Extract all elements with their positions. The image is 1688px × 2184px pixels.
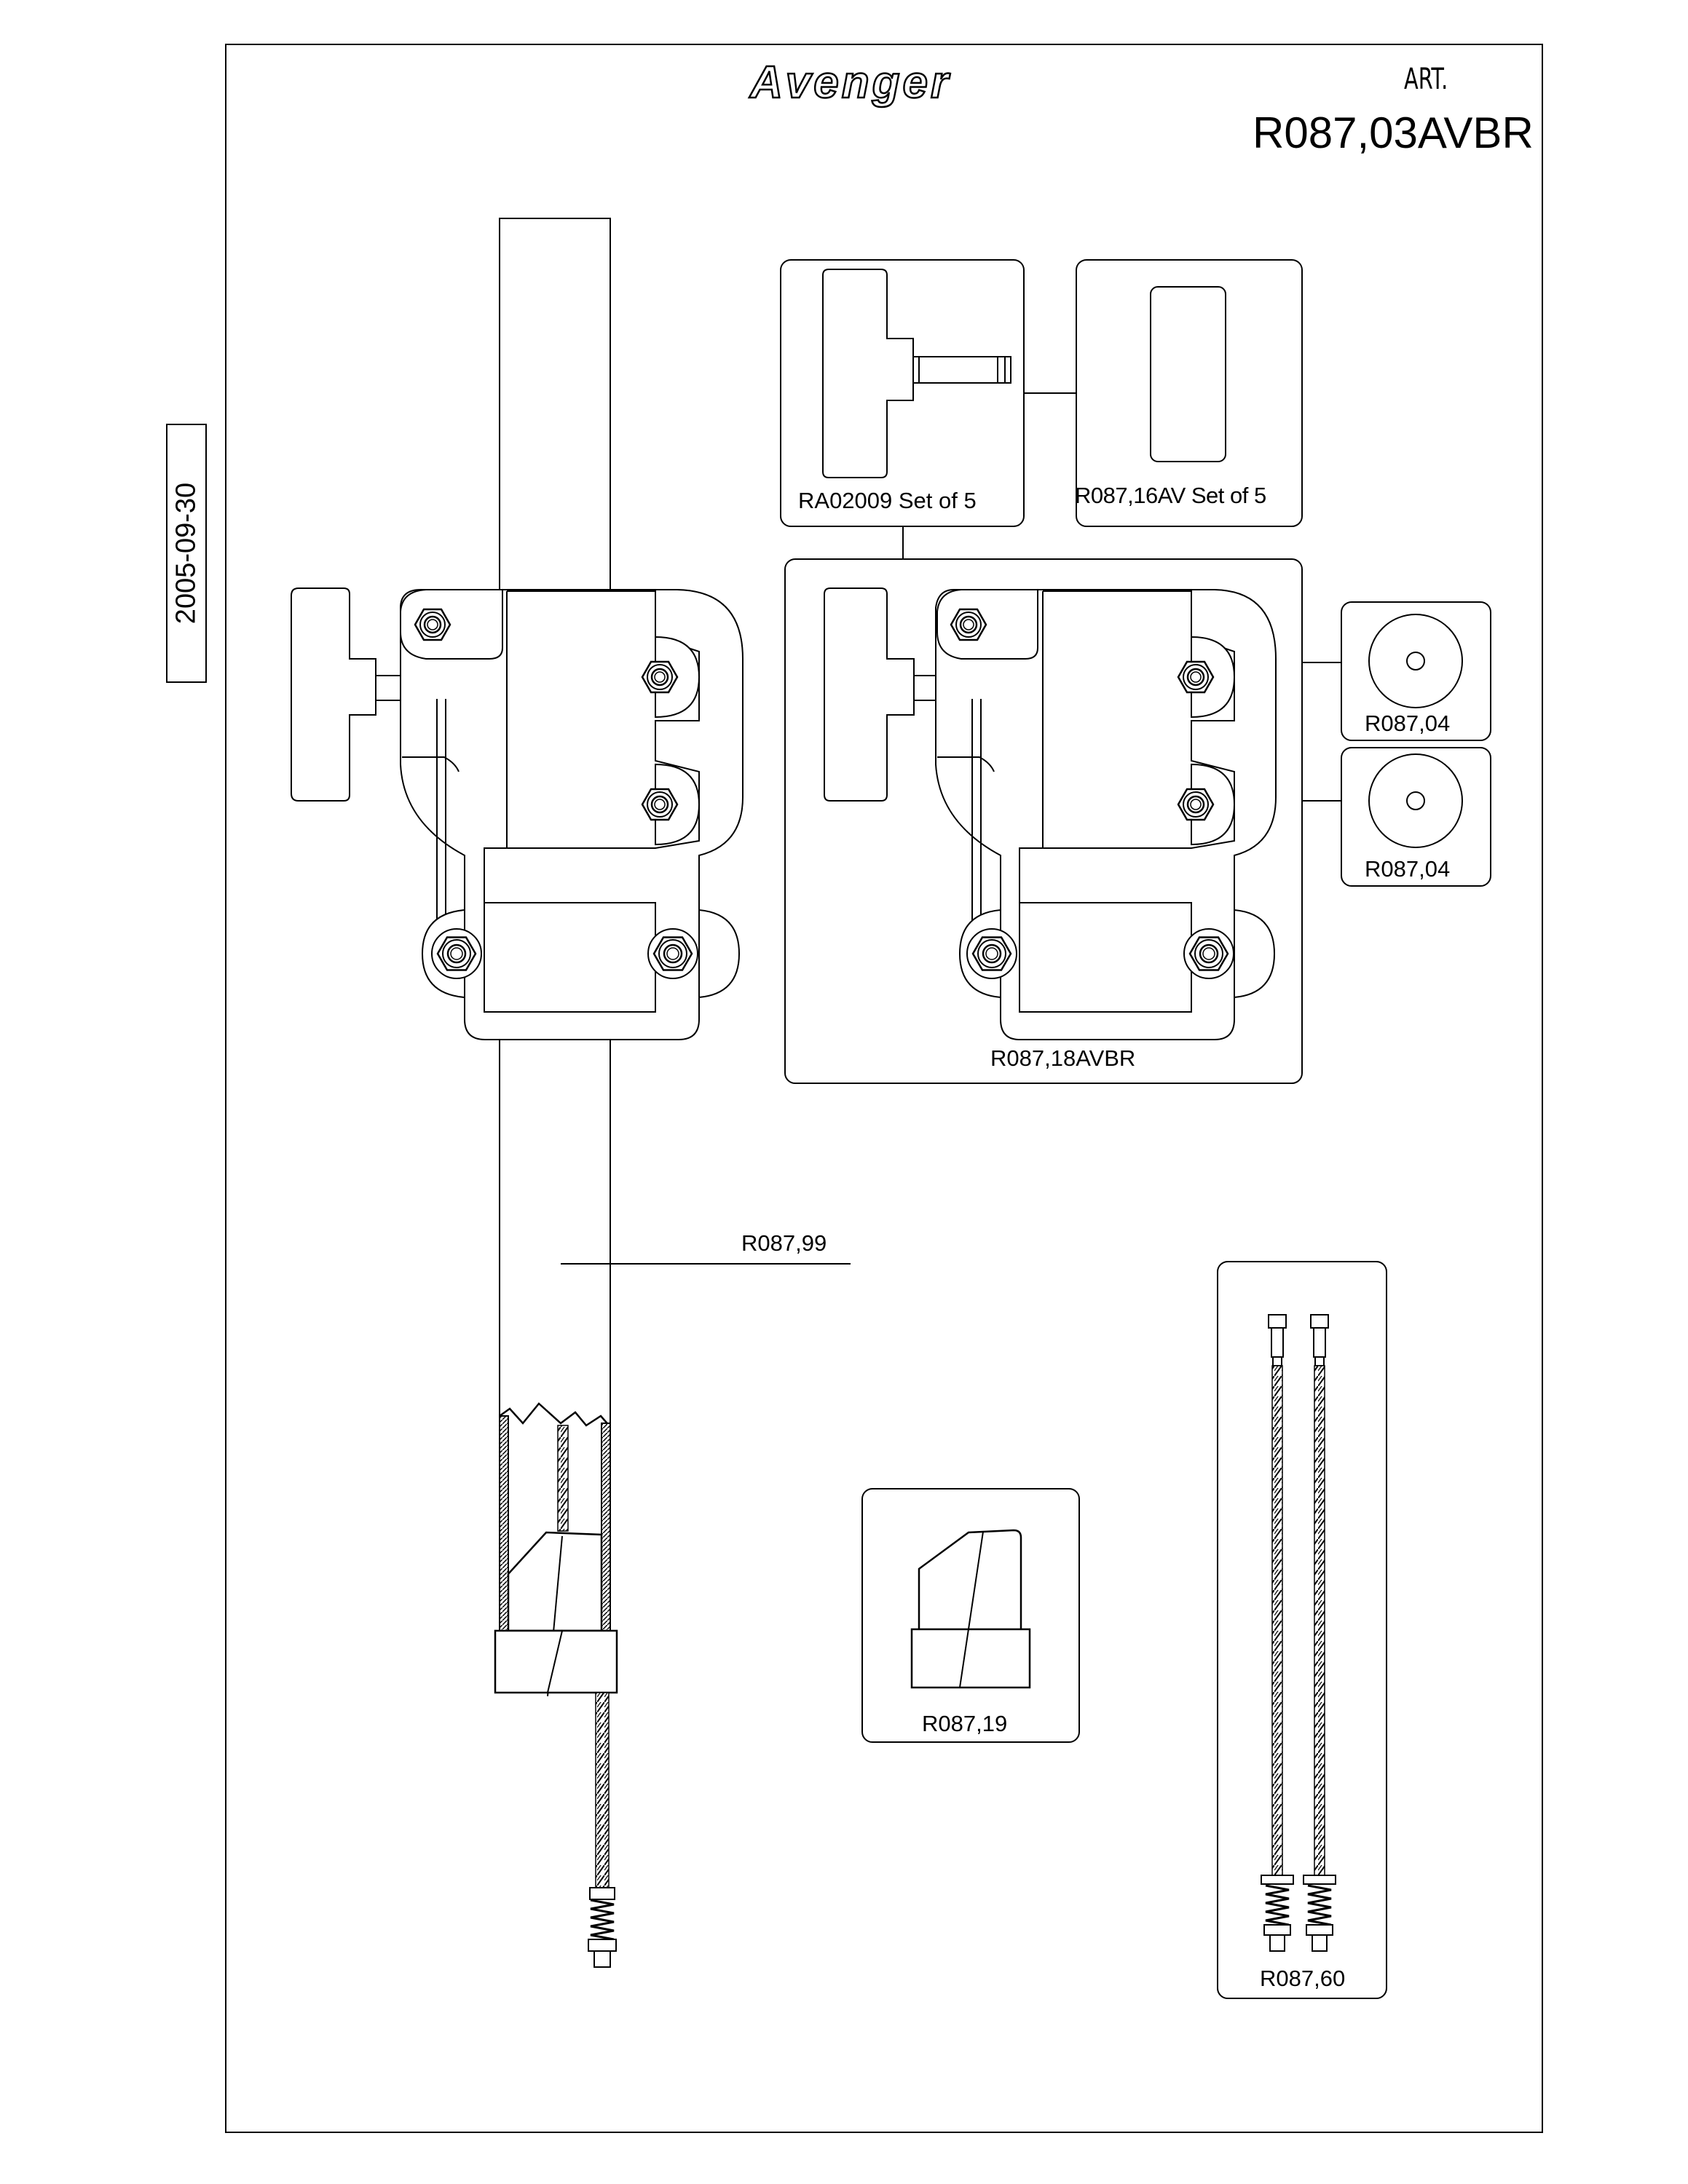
- bracket-label: R087,18AVBR: [990, 1045, 1136, 1071]
- drawing-frame: [225, 44, 1543, 2133]
- end-cap-label: R087,19: [922, 1711, 1008, 1736]
- knob-set-label: RA02009 Set of 5: [798, 488, 977, 513]
- washer-part-2: [1341, 747, 1491, 887]
- cable-part: [1217, 1261, 1387, 1999]
- pad-set-label: R087,16AV Set of 5: [1075, 483, 1266, 508]
- knob-set-part: [780, 259, 1025, 527]
- date-stamp-box: [166, 424, 207, 683]
- clamp-on-column: [291, 587, 744, 1040]
- column-assembly: [494, 218, 851, 1968]
- brand-logo: Avenger: [749, 57, 952, 109]
- washer-label-2: R087,04: [1365, 856, 1451, 882]
- washer-part-1: [1341, 601, 1491, 741]
- end-cap-part: [861, 1488, 1080, 1743]
- bracket-part: [784, 558, 1303, 1084]
- cable-label: R087,60: [1260, 1966, 1346, 1991]
- article-label: ART.: [1404, 63, 1448, 96]
- pad-set-part: [1076, 259, 1303, 527]
- washer-label-1: R087,04: [1365, 711, 1451, 736]
- drawing-date: 2005-09-30: [170, 482, 202, 625]
- column-label: R087,99: [741, 1230, 827, 1256]
- article-number: R087,03AVBR: [1253, 108, 1534, 157]
